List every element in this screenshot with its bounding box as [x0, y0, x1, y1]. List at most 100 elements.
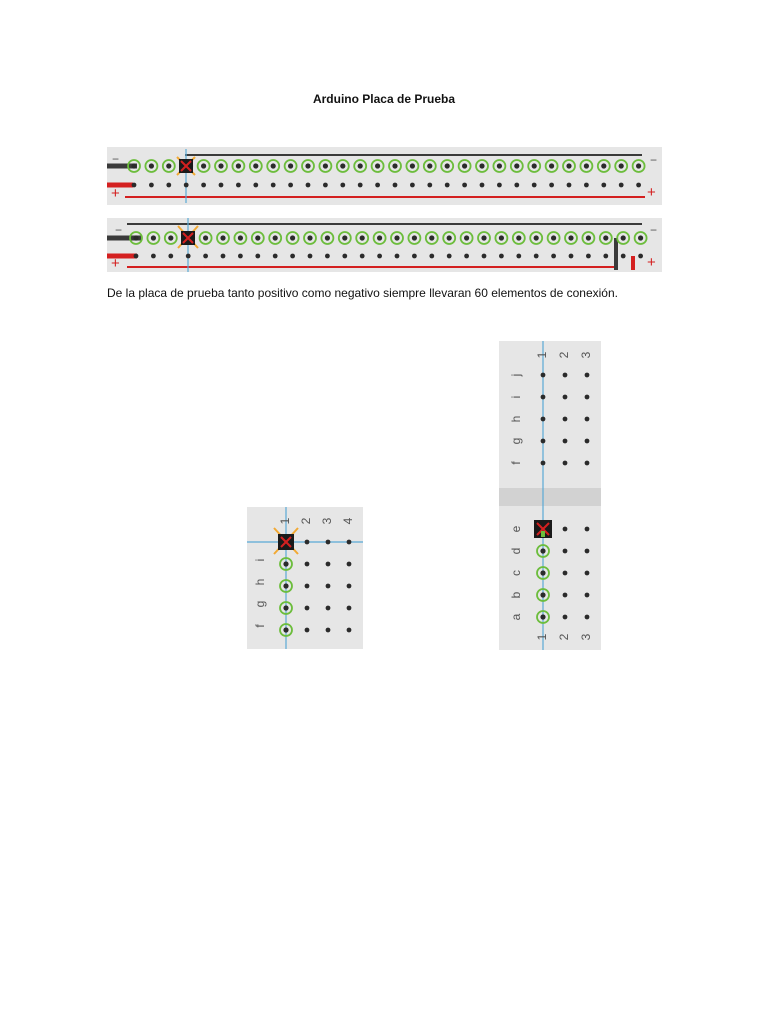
breadboard-hole[interactable] [568, 253, 574, 259]
breadboard-hole[interactable] [324, 235, 330, 241]
breadboard-hole[interactable] [562, 548, 568, 554]
breadboard-hole[interactable] [255, 235, 261, 241]
breadboard-hole[interactable] [377, 235, 383, 241]
breadboard-hole[interactable] [359, 253, 365, 259]
breadboard-hole[interactable] [566, 182, 572, 188]
breadboard-hole[interactable] [304, 583, 310, 589]
breadboard-hole[interactable] [585, 235, 591, 241]
breadboard-hole[interactable] [305, 182, 311, 188]
breadboard-hole[interactable] [540, 548, 546, 554]
breadboard-hole[interactable] [290, 235, 296, 241]
breadboard-hole[interactable] [540, 570, 546, 576]
breadboard-hole[interactable] [270, 163, 276, 169]
breadboard-hole[interactable] [479, 163, 485, 169]
breadboard-hole[interactable] [562, 614, 568, 620]
breadboard-hole[interactable] [562, 372, 568, 378]
breadboard-hole[interactable] [151, 253, 156, 259]
breadboard-hole[interactable] [283, 605, 289, 611]
breadboard-hole[interactable] [549, 182, 554, 188]
breadboard-hole[interactable] [272, 235, 278, 241]
breadboard-hole[interactable] [253, 163, 259, 169]
breadboard-hole[interactable] [603, 253, 609, 259]
breadboard-hole[interactable] [562, 438, 568, 444]
breadboard-hole[interactable] [584, 182, 589, 188]
breadboard-hole[interactable] [201, 163, 207, 169]
breadboard-hole[interactable] [342, 235, 348, 241]
breadboard-hole[interactable] [444, 163, 450, 169]
breadboard-hole[interactable] [325, 561, 331, 567]
breadboard-hole[interactable] [551, 235, 557, 241]
breadboard-hole[interactable] [304, 539, 310, 545]
breadboard-hole[interactable] [618, 182, 624, 188]
breadboard-hole[interactable] [203, 235, 209, 241]
breadboard-hole[interactable] [220, 253, 226, 259]
breadboard-hole[interactable] [427, 182, 433, 188]
breadboard-hole[interactable] [620, 235, 626, 241]
breadboard-hole[interactable] [429, 253, 435, 259]
breadboard-hole[interactable] [562, 416, 568, 422]
breadboard-hole[interactable] [340, 182, 346, 188]
breadboard-hole[interactable] [323, 182, 328, 188]
breadboard-hole[interactable] [283, 627, 289, 633]
breadboard-hole[interactable] [238, 253, 243, 259]
breadboard-hole[interactable] [412, 253, 417, 259]
breadboard-hole[interactable] [377, 253, 382, 259]
breadboard-hole[interactable] [562, 570, 568, 576]
breadboard-hole[interactable] [481, 253, 487, 259]
breadboard-hole[interactable] [304, 605, 310, 611]
breadboard-hole[interactable] [533, 253, 539, 259]
breadboard-hole[interactable] [357, 182, 363, 188]
breadboard-hole[interactable] [394, 253, 400, 259]
breadboard-hole[interactable] [566, 163, 572, 169]
breadboard-hole[interactable] [325, 583, 331, 589]
breadboard-hole[interactable] [514, 182, 520, 188]
breadboard-hole[interactable] [346, 583, 352, 589]
breadboard-hole[interactable] [148, 163, 154, 169]
breadboard-hole[interactable] [540, 460, 546, 466]
breadboard-hole[interactable] [133, 235, 139, 241]
breadboard-hole[interactable] [562, 394, 568, 400]
breadboard-hole[interactable] [601, 182, 607, 188]
breadboard-hole[interactable] [346, 627, 352, 633]
breadboard-hole[interactable] [411, 235, 417, 241]
breadboard-hole[interactable] [531, 163, 537, 169]
breadboard-hole[interactable] [636, 163, 642, 169]
breadboard-hole[interactable] [540, 416, 546, 422]
breadboard-hole[interactable] [392, 182, 398, 188]
breadboard-hole[interactable] [270, 182, 276, 188]
breadboard-hole[interactable] [168, 253, 174, 259]
breadboard-hole[interactable] [497, 182, 502, 188]
breadboard-hole[interactable] [150, 235, 156, 241]
breadboard-hole[interactable] [584, 438, 590, 444]
breadboard-hole[interactable] [444, 182, 450, 188]
breadboard-hole[interactable] [133, 253, 139, 259]
breadboard-hole[interactable] [325, 253, 330, 259]
breadboard-hole[interactable] [551, 253, 556, 259]
breadboard-hole[interactable] [562, 526, 568, 532]
breadboard-hole[interactable] [446, 235, 452, 241]
breadboard-hole[interactable] [540, 394, 546, 400]
breadboard-hole[interactable] [283, 583, 289, 589]
breadboard-hole[interactable] [583, 163, 589, 169]
breadboard-hole[interactable] [236, 182, 241, 188]
breadboard-hole[interactable] [307, 253, 313, 259]
breadboard-hole[interactable] [603, 235, 609, 241]
breadboard-hole[interactable] [131, 163, 137, 169]
breadboard-hole[interactable] [479, 182, 485, 188]
breadboard-hole[interactable] [325, 627, 331, 633]
breadboard-hole[interactable] [392, 163, 398, 169]
breadboard-hole[interactable] [272, 253, 278, 259]
breadboard-hole[interactable] [636, 182, 641, 188]
breadboard-hole[interactable] [253, 182, 259, 188]
breadboard-hole[interactable] [601, 163, 607, 169]
breadboard-hole[interactable] [562, 592, 568, 598]
breadboard-hole[interactable] [357, 163, 363, 169]
breadboard-hole[interactable] [410, 182, 415, 188]
breadboard-hole[interactable] [342, 253, 348, 259]
breadboard-hole[interactable] [568, 235, 574, 241]
breadboard-hole[interactable] [307, 235, 313, 241]
breadboard-hole[interactable] [322, 163, 328, 169]
breadboard-hole[interactable] [638, 235, 644, 241]
breadboard-hole[interactable] [304, 561, 310, 567]
breadboard-hole[interactable] [166, 163, 172, 169]
